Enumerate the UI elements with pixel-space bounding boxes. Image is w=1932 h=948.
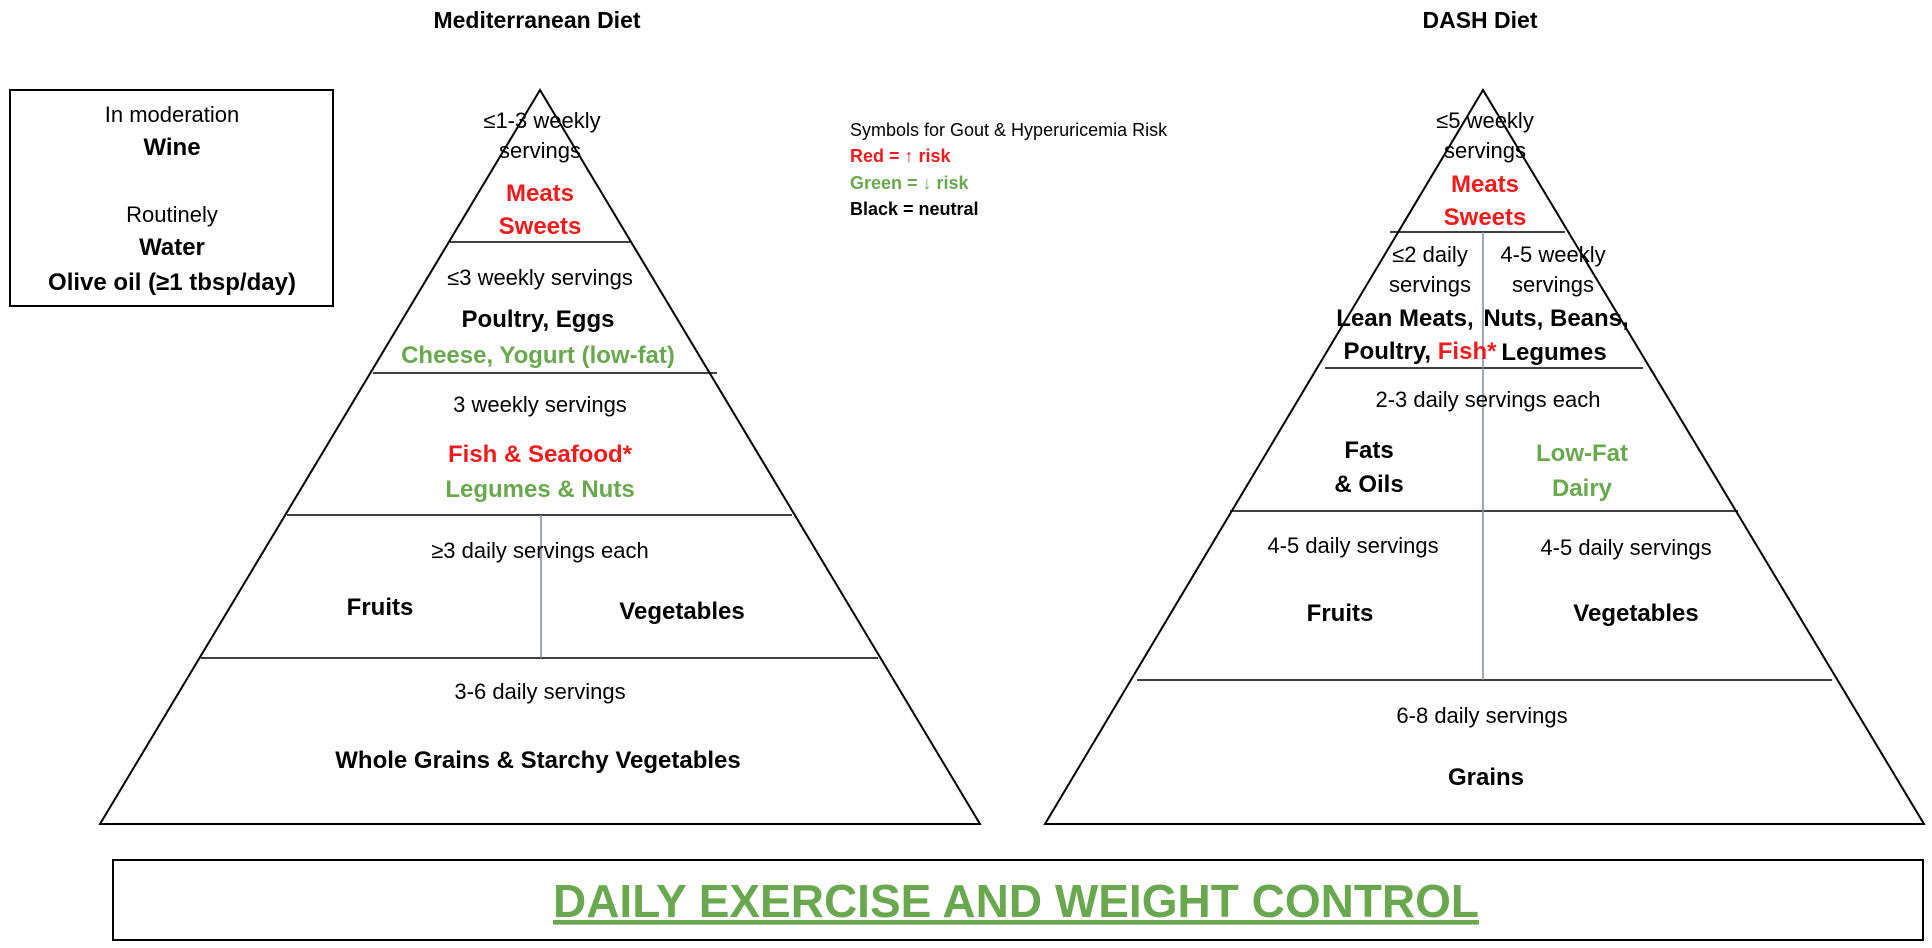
med-tier4-vegetables: Vegetables bbox=[619, 598, 744, 625]
routinely-label: Routinely bbox=[126, 202, 218, 227]
mediterranean-pyramid-outline bbox=[98, 88, 982, 825]
dash-tier4-left-servings: 4-5 daily servings bbox=[1267, 533, 1438, 558]
legend-red: Red = ↑ risk bbox=[850, 146, 952, 166]
dash-tier3-low-fat: Low-Fat bbox=[1536, 440, 1628, 467]
moderation-item: Wine bbox=[143, 134, 200, 161]
dash-tier2-fish: Fish* bbox=[1438, 338, 1497, 365]
exercise-banner: DAILY EXERCISE AND WEIGHT CONTROL bbox=[112, 859, 1924, 941]
dash-tier5-servings: 6-8 daily servings bbox=[1396, 703, 1567, 728]
moderation-label: In moderation bbox=[105, 102, 240, 127]
med-tier3-servings: 3 weekly servings bbox=[453, 392, 627, 417]
med-tier1-servings-line2: servings bbox=[499, 138, 581, 163]
med-tier1-servings-line1: ≤1-3 weekly bbox=[483, 108, 600, 133]
mediterranean-pyramid: ≤1-3 weekly servings Meats Sweets ≤3 wee… bbox=[98, 88, 982, 825]
med-tier3-legumes-nuts: Legumes & Nuts bbox=[445, 476, 634, 503]
med-tier5-servings: 3-6 daily servings bbox=[454, 679, 625, 704]
banner-frame bbox=[112, 859, 1924, 941]
side-box-frame bbox=[9, 89, 334, 307]
med-tier2-poultry-eggs: Poultry, Eggs bbox=[462, 306, 615, 333]
dash-tier2-lean-meats: Lean Meats, bbox=[1336, 305, 1473, 332]
legend-black: Black = neutral bbox=[850, 199, 979, 219]
dash-tier2-nuts-beans: Nuts, Beans, bbox=[1483, 305, 1628, 332]
med-tier2-cheese-yogurt: Cheese, Yogurt (low-fat) bbox=[401, 342, 675, 369]
legend-title: Symbols for Gout & Hyperuricemia Risk bbox=[850, 120, 1168, 140]
dash-tier1-sweets: Sweets bbox=[1444, 204, 1527, 231]
dash-tier1-meats: Meats bbox=[1451, 171, 1519, 198]
banner-text: DAILY EXERCISE AND WEIGHT CONTROL bbox=[553, 875, 1479, 927]
med-tier3-fish-seafood: Fish & Seafood* bbox=[448, 441, 633, 468]
routinely-item-olive-oil: Olive oil (≥1 tbsp/day) bbox=[48, 269, 296, 296]
med-tier4-servings: ≥3 daily servings each bbox=[431, 538, 649, 563]
med-tier2-servings: ≤3 weekly servings bbox=[447, 265, 633, 290]
dash-tier1-servings-line2: servings bbox=[1444, 138, 1526, 163]
dash-tier3-oils: & Oils bbox=[1334, 471, 1403, 498]
dash-tier1-servings-line1: ≤5 weekly bbox=[1436, 108, 1534, 133]
dash-tier4-right-servings: 4-5 daily servings bbox=[1540, 535, 1711, 560]
dash-tier2-right-servings-line1: 4-5 weekly bbox=[1500, 242, 1605, 267]
mediterranean-title: Mediterranean Diet bbox=[433, 7, 640, 33]
dash-tier3-dairy: Dairy bbox=[1552, 475, 1613, 502]
dash-tier2-poultry-fish: Poultry, Fish* bbox=[1344, 338, 1498, 365]
dash-tier4-fruits: Fruits bbox=[1307, 600, 1374, 627]
med-tier5-whole-grains: Whole Grains & Starchy Vegetables bbox=[335, 747, 740, 774]
dash-tier3-servings: 2-3 daily servings each bbox=[1375, 387, 1600, 412]
dash-tier2-left-servings-line1: ≤2 daily bbox=[1392, 242, 1468, 267]
med-tier1-meats: Meats bbox=[506, 180, 574, 207]
dash-pyramid-outline bbox=[1043, 88, 1926, 825]
dash-tier2-right-servings-line2: servings bbox=[1512, 272, 1594, 297]
dash-tier4-vegetables: Vegetables bbox=[1573, 600, 1698, 627]
dash-pyramid: ≤5 weekly servings Meats Sweets ≤2 daily… bbox=[1043, 88, 1926, 825]
dash-tier2-legumes: Legumes bbox=[1501, 339, 1606, 366]
routinely-item-water: Water bbox=[139, 234, 205, 261]
dash-tier2-poultry: Poultry, bbox=[1344, 338, 1438, 365]
med-tier4-fruits: Fruits bbox=[347, 594, 414, 621]
legend-green: Green = ↓ risk bbox=[850, 173, 970, 193]
risk-legend: Symbols for Gout & Hyperuricemia Risk Re… bbox=[850, 120, 1168, 219]
dash-title: DASH Diet bbox=[1422, 7, 1537, 33]
dash-tier2-left-servings-line2: servings bbox=[1389, 272, 1471, 297]
mediterranean-side-box: In moderation Wine Routinely Water Olive… bbox=[9, 89, 334, 307]
dash-tier5-grains: Grains bbox=[1448, 764, 1524, 791]
dash-tier3-fats: Fats bbox=[1344, 437, 1393, 464]
med-tier1-sweets: Sweets bbox=[499, 213, 582, 240]
